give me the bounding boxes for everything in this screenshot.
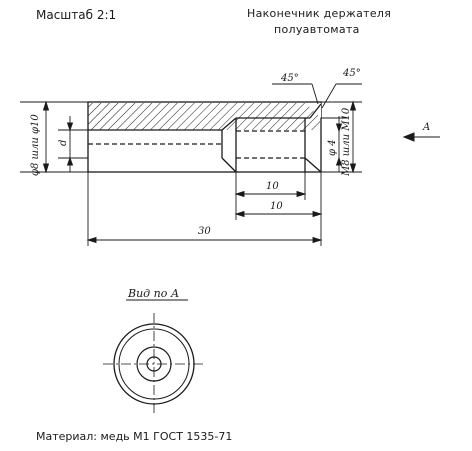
- length-dimensions: [86, 172, 323, 246]
- bore-diameter-label: φ 4: [327, 139, 338, 156]
- outer-diameter-label: φ8 шли φ10: [30, 114, 41, 176]
- material-note: Материал: медь М1 ГОСТ 1535-71: [36, 430, 233, 443]
- outer-diameter-dimension: [20, 100, 88, 174]
- thread-depth-label: 10: [270, 201, 283, 212]
- bore-diameter-dimension: [321, 100, 362, 174]
- part-body: [87, 101, 322, 173]
- thread-size-label: М8 шли М10: [341, 107, 352, 177]
- scale-label: Масштаб 2:1: [36, 8, 117, 22]
- inner-diameter-dimension: [58, 116, 88, 172]
- part-title: Наконечник держателя: [247, 7, 392, 20]
- bore-depth-label: 10: [266, 181, 279, 192]
- view-arrow-letter: A: [422, 122, 430, 133]
- chamfer-left-label: 45°: [280, 73, 299, 84]
- inner-diameter-label: d: [58, 140, 69, 146]
- chamfer-right-label: 45°: [342, 68, 361, 79]
- part-title-line2: полуавтомата: [274, 23, 360, 36]
- total-length-label: 30: [198, 226, 211, 237]
- chamfer-callouts: [272, 83, 362, 109]
- end-view: [103, 313, 205, 415]
- view-direction-arrow: [402, 132, 440, 142]
- view-title: Вид по А: [127, 287, 179, 300]
